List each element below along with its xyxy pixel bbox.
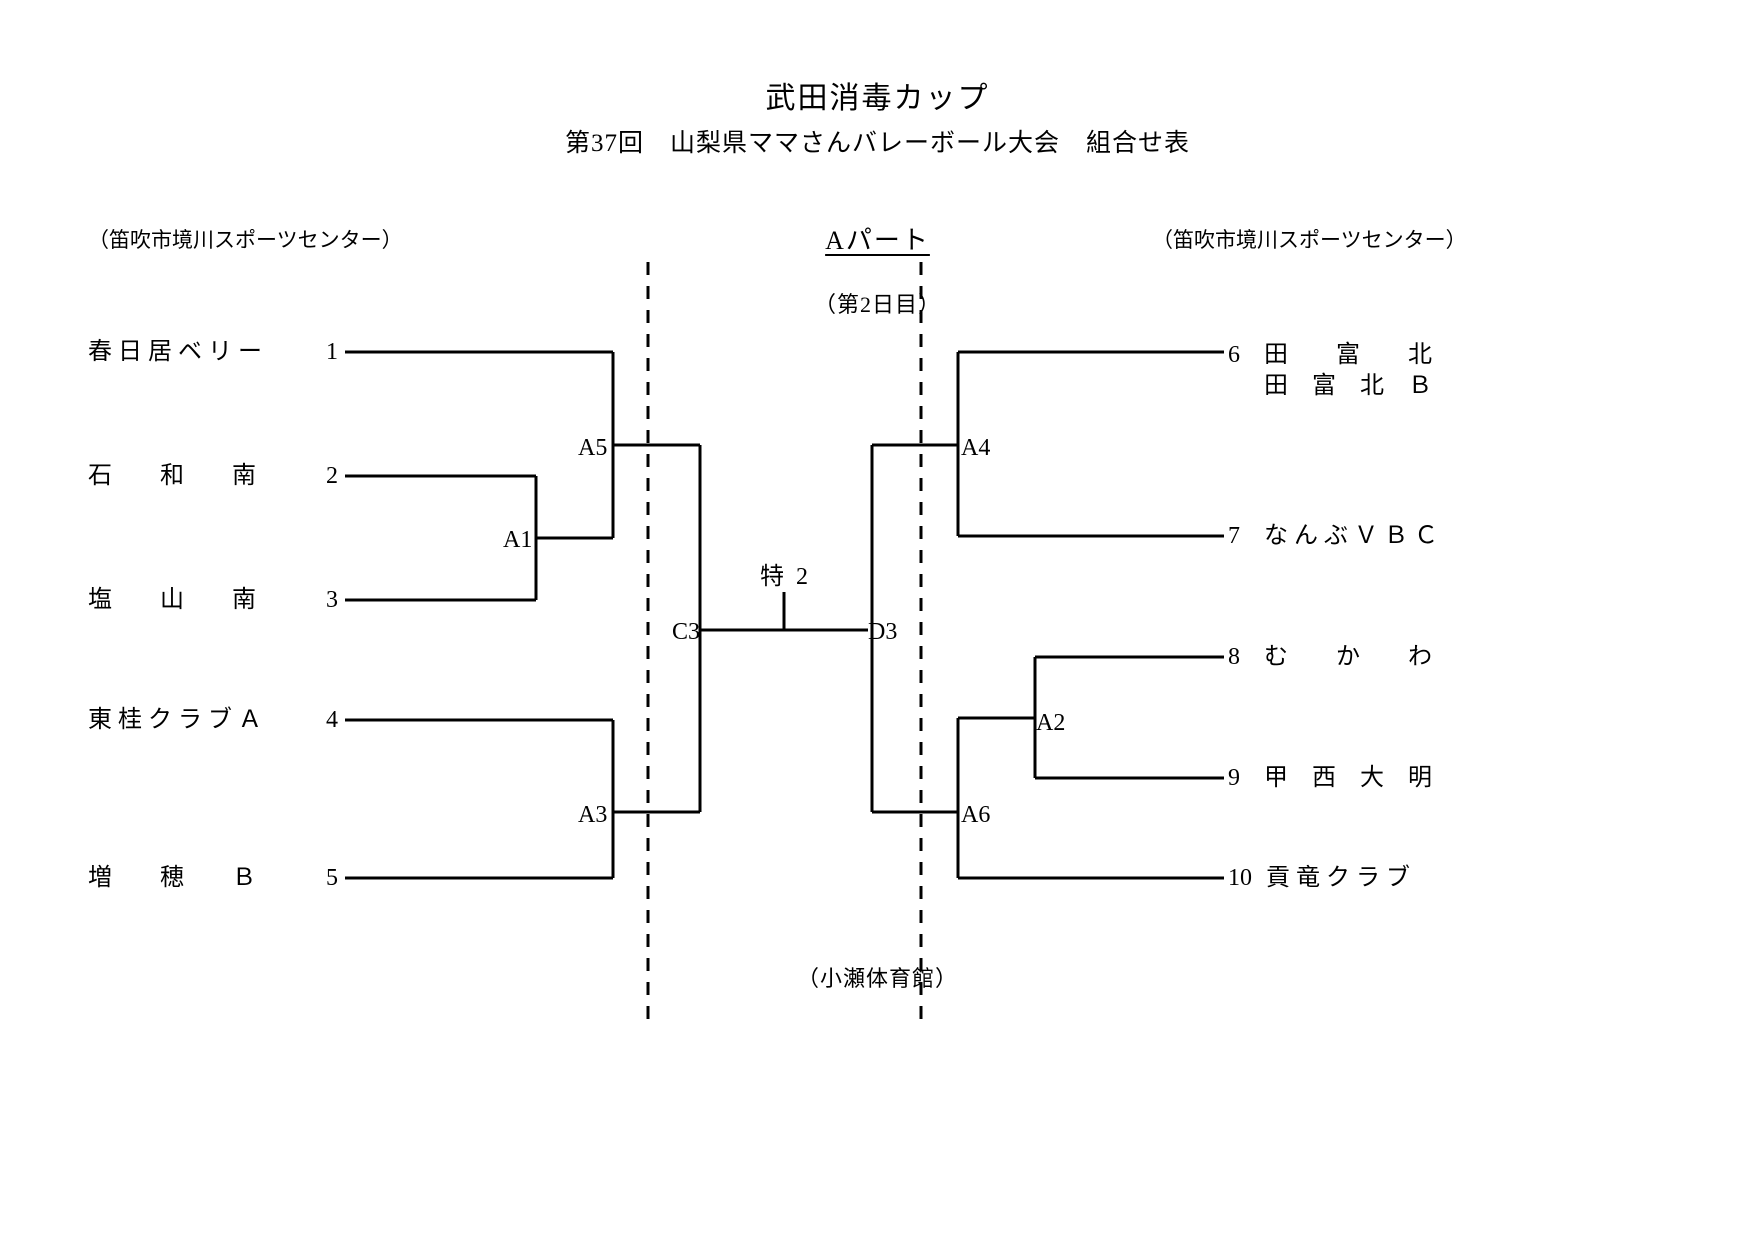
team-seed: 2 (326, 463, 338, 489)
venue-label-right: （笛吹市境川スポーツセンター） (1152, 228, 1467, 252)
team-name-alt: 田 富 北 Ｂ (1264, 372, 1432, 399)
team-seed: 8 (1228, 644, 1240, 670)
team-seed: 9 (1228, 765, 1240, 791)
team-row-alternate: 6 田 富 北 Ｂ (1228, 371, 1476, 402)
special-match-label: 特 2 (760, 564, 811, 590)
team-seed: 10 (1228, 865, 1252, 891)
match-code-a2: A2 (1036, 710, 1066, 736)
team-name: 増 穂 Ｂ (88, 865, 256, 891)
team-seed: 1 (326, 339, 338, 365)
match-code-a6: A6 (961, 802, 991, 828)
team-seed: 3 (326, 587, 338, 613)
team-entry-left-5[interactable]: 増 穂 Ｂ 5 (88, 866, 338, 890)
team-name: 塩 山 南 (88, 587, 256, 613)
team-name: 田 富 北 (1264, 342, 1432, 368)
match-code-a4: A4 (961, 435, 991, 461)
match-code-d3: D3 (868, 619, 898, 645)
team-name: 甲 西 大 明 (1264, 765, 1432, 791)
team-name: 貢 竜 ク ラ ブ (1266, 865, 1410, 891)
match-code-a5: A5 (578, 435, 608, 461)
team-entry-left-3[interactable]: 塩 山 南 3 (88, 588, 338, 612)
team-name: な ん ぶ Ｖ Ｂ Ｃ (1264, 523, 1438, 549)
team-entry-right-8[interactable]: 8 む か わ (1228, 645, 1476, 669)
team-seed: 5 (326, 865, 338, 891)
team-entry-right-9[interactable]: 9 甲 西 大 明 (1228, 766, 1476, 790)
team-name: 石 和 南 (88, 463, 256, 489)
team-entry-left-1[interactable]: 春 日 居 ベ リ ー 1 (88, 340, 338, 364)
match-code-a3: A3 (578, 802, 608, 828)
match-code-c3: C3 (672, 619, 701, 645)
team-name: 春 日 居 ベ リ ー (88, 339, 262, 365)
team-name: 東 桂 ク ラ ブ Ａ (88, 707, 262, 733)
team-seed: 7 (1228, 523, 1240, 549)
team-entry-left-2[interactable]: 石 和 南 2 (88, 464, 338, 488)
venue-label-left: （笛吹市境川スポーツセンター） (88, 228, 403, 252)
match-code-a1: A1 (503, 527, 533, 553)
team-entry-right-7[interactable]: 7 な ん ぶ Ｖ Ｂ Ｃ (1228, 524, 1438, 548)
team-seed: 4 (326, 707, 338, 733)
team-seed: 6 (1228, 342, 1240, 368)
part-label: Aパート (825, 226, 930, 255)
page-subtitle: 第37回 山梨県ママさんバレーボール大会 組合せ表 (564, 130, 1190, 157)
venue-label-bottom: （小瀬体育館） (796, 966, 958, 991)
team-entry-right-6[interactable]: 6 田 富 北 6 田 富 北 Ｂ (1228, 340, 1476, 401)
team-row-primary: 6 田 富 北 (1228, 340, 1476, 371)
team-entry-left-4[interactable]: 東 桂 ク ラ ブ Ａ 4 (88, 708, 338, 732)
team-entry-right-10[interactable]: 10 貢 竜 ク ラ ブ (1228, 866, 1410, 890)
team-name: む か わ (1264, 644, 1432, 670)
page-title: 武田消毒カップ (765, 82, 990, 115)
day-label: （第2日目） (813, 292, 941, 317)
